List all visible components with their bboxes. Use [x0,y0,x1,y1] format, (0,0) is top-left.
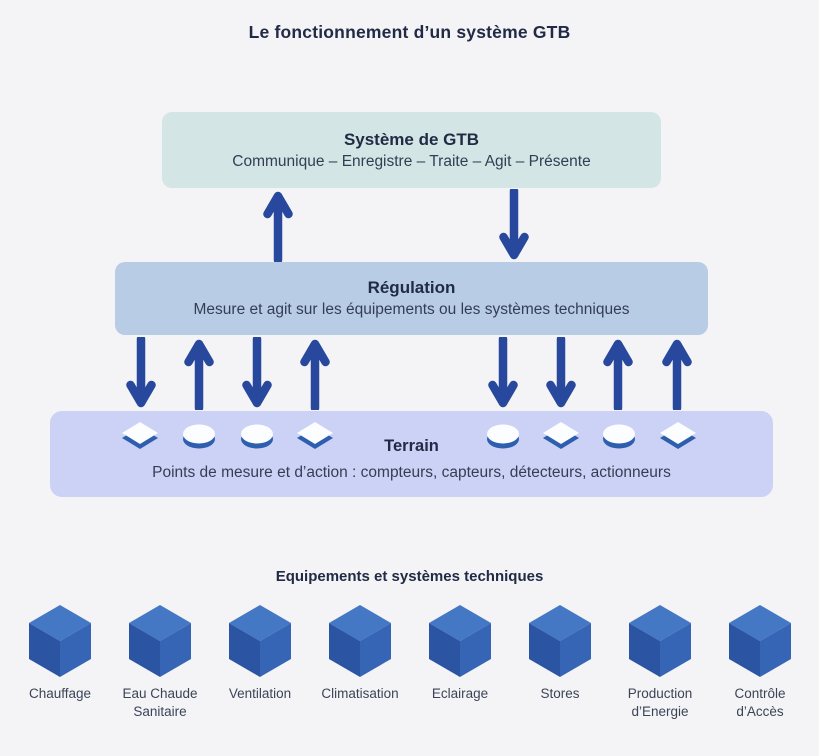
equipment-label: Eau Chaude Sanitaire [122,686,198,719]
gtb-system-title: Système de GTB [343,129,480,149]
equipment-label: Chauffage [28,686,92,701]
cube-icon [729,605,791,677]
regulation-title: Régulation [367,278,456,297]
equipment-item-controle-acces: Contrôle d’Accès [710,604,810,721]
page-title: Le fonctionnement d’un système GTB [248,22,571,42]
arrow-down-icon [499,189,529,262]
equipment-item-production-energie: Production d’Energie [610,604,710,721]
cube-icon [329,605,391,677]
equipment-label: Contrôle d’Accès [734,686,786,719]
terrain-subtitle: Points de mesure et d’action : compteurs… [152,464,671,481]
gtb-system-subtitle: Communique – Enregistre – Traite – Agit … [232,152,591,170]
cube-icon [629,605,691,677]
equipment-item-eclairage: Eclairage [410,604,510,721]
terrain-title: Terrain [384,437,439,455]
arrow-down-icon [242,337,272,410]
regulation-subtitle: Mesure et agit sur les équipements ou le… [193,301,630,318]
equipment-label: Ventilation [228,686,292,701]
equipment-label: Production d’Energie [627,686,693,719]
cube-icon [229,605,291,677]
equipment-row: Chauffage Eau Chaude Sanitaire Ventilati… [10,604,810,721]
cube-icon [129,605,191,677]
terrain-box: Terrain Points de mesure et d’action : c… [50,411,773,497]
arrow-down-icon [126,337,156,410]
equipment-item-eau-chaude-sanitaire: Eau Chaude Sanitaire [110,604,210,721]
equipment-item-climatisation: Climatisation [310,604,410,721]
arrow-down-icon [546,337,576,410]
cube-icon [29,605,91,677]
equipment-heading: Equipements et systèmes techniques [275,568,544,585]
cube-icon [529,605,591,677]
equipment-label: Stores [540,686,580,701]
equipment-item-ventilation: Ventilation [210,604,310,721]
equipment-item-chauffage: Chauffage [10,604,110,721]
equipment-label: Climatisation [321,686,399,701]
regulation-box: Régulation Mesure et agit sur les équipe… [115,262,708,335]
arrow-up-icon [300,337,330,410]
equipment-item-stores: Stores [510,604,610,721]
cube-icon [429,605,491,677]
equipment-label: Eclairage [431,686,489,701]
arrow-up-icon [603,337,633,410]
arrow-up-icon [662,337,692,410]
arrow-up-icon [263,189,293,262]
gtb-system-box: Système de GTB Communique – Enregistre –… [162,112,661,188]
arrow-up-icon [184,337,214,410]
arrow-down-icon [488,337,518,410]
